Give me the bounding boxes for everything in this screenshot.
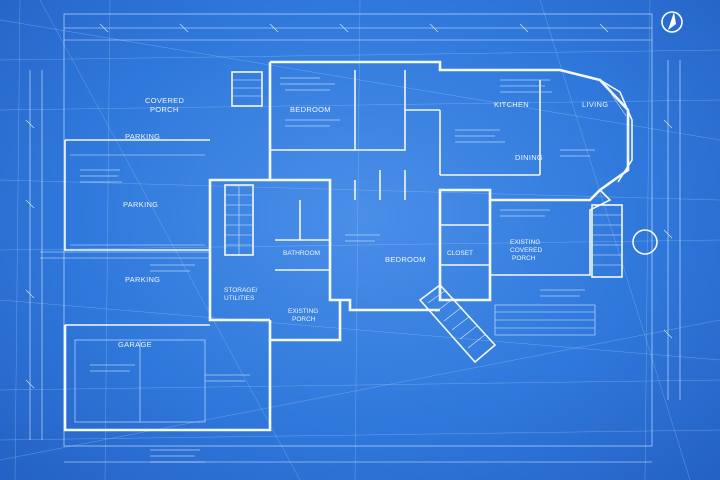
annotation-marks (80, 77, 595, 463)
label-existing-covered-porch-1: EXISTING (510, 239, 540, 246)
stairs-right (591, 204, 658, 278)
label-covered-porch-1: COVERED (145, 96, 184, 105)
north-arrow-icon (661, 11, 683, 33)
stairs-diagonal (418, 283, 497, 364)
exterior-walls (208, 60, 630, 342)
label-garage: GARAGE (118, 340, 152, 349)
room-labels: COVERED PORCH PARKING PARKING PARKING GA… (118, 96, 608, 349)
label-storage-1: STORAGE/ (224, 287, 258, 294)
bay-window (599, 79, 633, 183)
label-bedroom-2: BEDROOM (385, 255, 426, 264)
label-existing-porch-2: PORCH (292, 316, 316, 323)
label-existing-porch-1: EXISTING (288, 308, 318, 315)
garage-structure (40, 139, 272, 432)
label-covered-porch-2: PORCH (150, 105, 179, 114)
label-dining: DINING (515, 153, 543, 162)
label-bedroom-1: BEDROOM (290, 105, 331, 114)
label-bathroom: BATHROOM (283, 250, 320, 257)
label-existing-covered-porch-2: COVERED (510, 247, 542, 254)
label-closet: CLOSET (447, 250, 473, 257)
label-storage-2: UTILITIES (224, 295, 255, 302)
stairs-entry (231, 71, 263, 107)
label-kitchen: KITCHEN (494, 100, 529, 109)
stairs-left (224, 184, 254, 256)
label-parking-1: PARKING (125, 132, 160, 141)
label-existing-covered-porch-3: PORCH (512, 255, 536, 262)
label-parking-3: PARKING (125, 275, 160, 284)
drawing-frame (25, 13, 681, 463)
interior-walls (270, 70, 541, 271)
label-parking-2: PARKING (123, 200, 158, 209)
label-living: LIVING (582, 100, 608, 109)
porch-deck (494, 304, 596, 336)
